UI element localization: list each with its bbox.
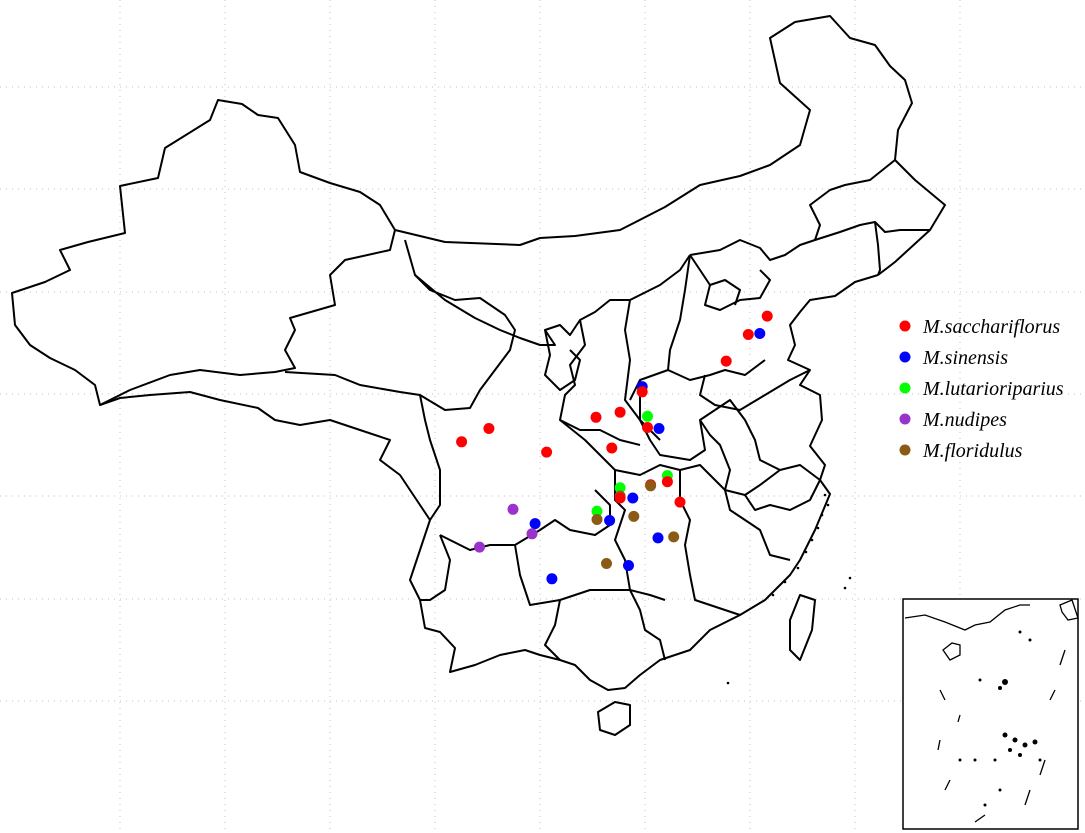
sample-point [661,476,673,488]
legend-label: M.sinensis [922,347,1008,369]
legend-label: M.floridulus [922,440,1023,462]
sample-point [628,510,640,522]
sample-point [636,386,648,398]
sample-point [456,436,468,448]
legend-marker [899,351,911,363]
legend-entry-sacchariflorus: M.sacchariflorus [899,316,1060,338]
sample-point [653,423,665,434]
legend: M.sacchariflorus M.sinensis M.lutariorip… [899,316,1064,462]
legend-entry-nudipes: M.nudipes [899,409,1007,431]
sample-point [614,482,626,494]
sample-point [606,442,618,454]
sample-point [590,411,602,423]
south-china-sea-inset [902,598,1079,830]
sample-point [623,560,634,571]
legend-marker [899,444,911,456]
legend-marker [899,413,911,425]
sample-point [601,558,612,569]
sample-point [742,329,754,340]
legend-entry-lutarioriparius: M.lutarioriparius [899,378,1064,400]
sample-point [614,492,626,504]
sample-point [507,503,519,515]
province-boundaries [11,15,946,736]
legend-entry-sinensis: M.sinensis [899,347,1008,369]
sample-point [668,531,680,543]
coastal-islands [726,493,852,685]
sample-point [642,422,653,433]
sample-point [645,480,657,492]
legend-entry-floridulus: M.floridulus [899,440,1023,462]
legend-marker [899,382,911,394]
sample-point [526,528,538,540]
legend-marker [899,320,911,332]
legend-label: M.lutarioriparius [922,378,1064,400]
legend-label: M.nudipes [922,409,1007,431]
sample-point [674,496,686,508]
sample-points [456,310,773,585]
sample-point [604,515,616,526]
sample-point [529,518,541,530]
sample-point [541,446,553,458]
sample-point [754,328,766,339]
legend-label: M.sacchariflorus [922,316,1060,338]
sample-point [614,406,626,418]
sample-point [652,532,664,544]
sample-point [642,410,653,422]
sample-point [591,505,603,517]
sample-point [474,541,485,553]
sample-point [483,423,495,434]
sample-point [627,492,639,504]
sample-point [546,573,558,585]
sample-point [591,514,603,525]
sample-point [720,355,732,367]
sample-point [761,310,773,322]
